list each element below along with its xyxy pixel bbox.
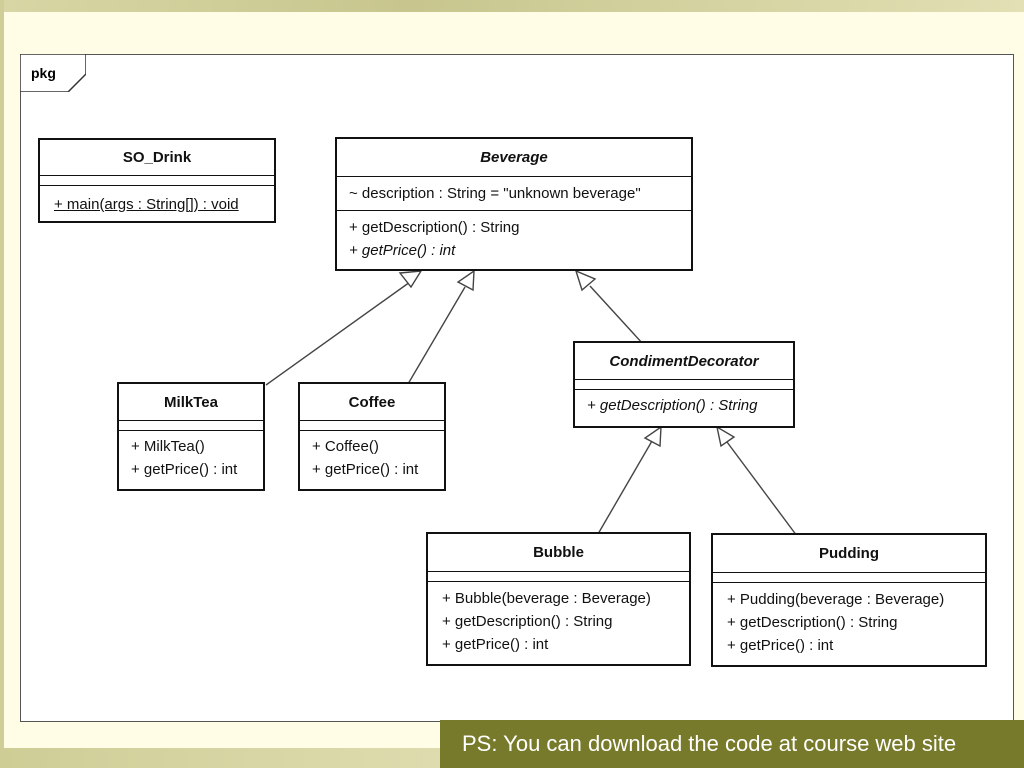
class-operations: + main(args : String[]) : void (40, 186, 274, 216)
class-name: Pudding (713, 535, 985, 573)
bubble-generalization-arrowhead (643, 425, 662, 448)
class-beverage: Beverage ~ description : String = "unkno… (335, 137, 693, 271)
class-coffee: Coffee + Coffee() + getPrice() : int (298, 382, 446, 491)
class-attributes: ~ description : String = "unknown bevera… (337, 177, 691, 211)
class-pudding: Pudding + Pudding(beverage : Beverage) +… (711, 533, 987, 667)
class-operations: + Pudding(beverage : Beverage) + getDesc… (713, 583, 985, 657)
class-operations: + Bubble(beverage : Beverage) + getDescr… (428, 582, 689, 656)
operation: + getDescription() : String (442, 613, 613, 630)
footer-note: PS: You can download the code at course … (440, 720, 1024, 768)
class-attributes (575, 380, 793, 390)
class-name: MilkTea (119, 384, 263, 421)
operation: + Coffee() (312, 438, 379, 455)
class-operations: + Coffee() + getPrice() : int (300, 431, 444, 481)
pudding-generalization-arrowhead (715, 425, 736, 448)
slide-left-band (0, 0, 4, 768)
class-name: Coffee (300, 384, 444, 421)
operation: + getPrice() : int (442, 636, 549, 653)
class-attributes (40, 176, 274, 186)
class-name: Beverage (337, 139, 691, 177)
package-tab (20, 54, 86, 92)
operation: + Bubble(beverage : Beverage) (442, 590, 651, 607)
coffee-generalization-arrowhead (456, 269, 475, 292)
class-name: Bubble (428, 534, 689, 572)
class-operations: + getDescription() : String (575, 390, 793, 417)
inheritance-lines (265, 281, 798, 537)
operation: + Pudding(beverage : Beverage) (727, 591, 945, 608)
class-milktea: MilkTea + MilkTea() + getPrice() : int (117, 382, 265, 491)
class-name: CondimentDecorator (575, 343, 793, 380)
operation: + getPrice() : int (131, 461, 238, 478)
slide-bottom-band (0, 748, 440, 768)
operation: + main(args : String[]) : void (54, 196, 239, 213)
condiment-generalization-arrowhead (574, 269, 597, 292)
class-operations: + MilkTea() + getPrice() : int (119, 431, 263, 481)
class-attributes (428, 572, 689, 582)
class-attributes (300, 421, 444, 431)
class-so-drink: SO_Drink + main(args : String[]) : void (38, 138, 276, 223)
operation: + getDescription() : String (727, 614, 898, 631)
operation: + getDescription() : String (587, 397, 758, 414)
operation: + getPrice() : int (349, 242, 456, 259)
operation: + MilkTea() (131, 438, 205, 455)
class-bubble: Bubble + Bubble(beverage : Beverage) + g… (426, 532, 691, 666)
package-label: pkg (31, 65, 56, 81)
class-operations: + getDescription() : String + getPrice()… (337, 211, 691, 262)
class-name: SO_Drink (40, 140, 274, 176)
operation: + getPrice() : int (312, 461, 419, 478)
attribute: ~ description : String = "unknown bevera… (349, 185, 641, 202)
operation: + getDescription() : String (349, 219, 520, 236)
milktea-generalization-arrowhead (398, 270, 423, 289)
operation: + getPrice() : int (727, 637, 834, 654)
class-condiment-decorator: CondimentDecorator + getDescription() : … (573, 341, 795, 428)
class-attributes (713, 573, 985, 583)
class-attributes (119, 421, 263, 431)
slide-top-band (0, 0, 1024, 12)
